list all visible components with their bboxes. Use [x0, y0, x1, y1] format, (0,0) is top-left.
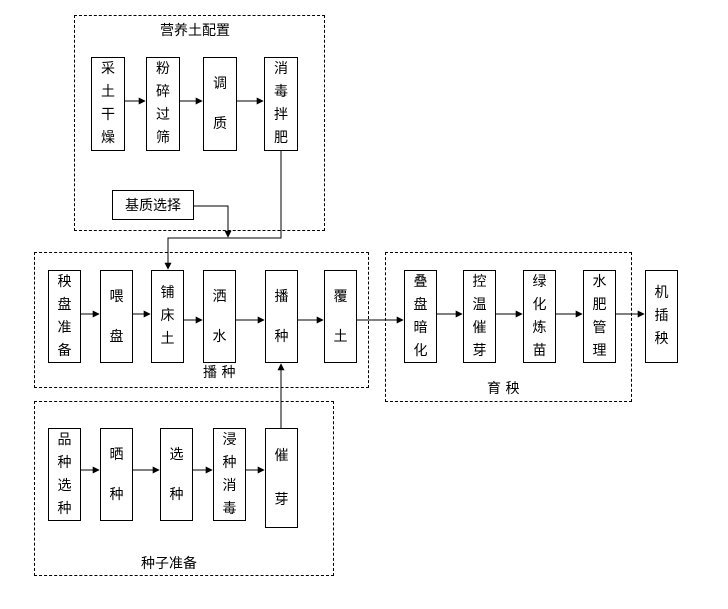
group-seed-prep: [34, 401, 334, 576]
box-tray-prep-label: 秧盘准备: [57, 273, 72, 359]
box-seed-select-label: 选种: [169, 446, 184, 503]
box-water-label: 洒水: [212, 288, 227, 345]
box-seeding-label: 播种: [274, 288, 289, 345]
box-green-harden-label: 绿化炼苗: [532, 273, 547, 359]
group-nursery: [385, 252, 632, 402]
box-soak-disinfect-label: 浸种消毒: [222, 431, 237, 517]
box-soak-disinfect: 浸种消毒: [213, 428, 246, 521]
box-seed-select: 选种: [160, 428, 193, 521]
box-cover-soil-label: 覆土: [333, 288, 348, 345]
group-soil-prep: [74, 15, 325, 231]
box-substrate-select-label: 基质选择: [125, 198, 181, 214]
box-water: 洒水: [203, 270, 236, 363]
box-spread-soil-label: 铺床土: [160, 285, 175, 347]
arrow-xiao-to-pu: [164, 151, 282, 270]
box-machine-transplant: 机插秧: [645, 270, 678, 363]
box-tray-prep: 秧盘准备: [48, 270, 81, 363]
group-soil-prep-label: 营养土配置: [160, 23, 230, 39]
box-substrate-select: 基质选择: [112, 190, 194, 220]
group-sowing-label: 播 种: [203, 365, 236, 381]
box-seeding: 播种: [265, 270, 298, 363]
box-stack-dark-label: 叠盘暗化: [413, 273, 428, 359]
box-crush-sieve-label: 粉碎过筛: [156, 61, 170, 146]
box-temp-germinate: 控温催芽: [463, 270, 496, 363]
group-seed-prep-label: 种子准备: [141, 556, 197, 572]
box-machine-transplant-label: 机插秧: [654, 285, 669, 347]
box-adjust-label: 调质: [213, 76, 227, 132]
box-sun-dry: 晒种: [100, 428, 133, 521]
box-water-fert-mgmt: 水肥管理: [583, 270, 616, 363]
box-sun-dry-label: 晒种: [109, 446, 124, 503]
group-nursery-label: 育 秧: [487, 381, 520, 397]
arrow-jizhi-merge: [194, 205, 232, 238]
box-temp-germinate-label: 控温催芽: [472, 273, 487, 359]
box-stack-dark: 叠盘暗化: [404, 270, 437, 363]
box-cover-soil: 覆土: [324, 270, 357, 363]
box-germinate: 催芽: [265, 428, 298, 528]
box-disinfect-fertilize-label: 消毒拌肥: [274, 61, 288, 146]
box-disinfect-fertilize: 消毒拌肥: [264, 57, 298, 151]
box-crush-sieve: 粉碎过筛: [146, 57, 180, 151]
box-soil-collect-dry-label: 采土干燥: [101, 61, 115, 146]
box-water-fert-mgmt-label: 水肥管理: [592, 273, 607, 359]
box-variety-select: 品种选种: [48, 428, 81, 521]
box-spread-soil: 铺床土: [151, 270, 184, 363]
box-soil-collect-dry: 采土干燥: [91, 57, 125, 151]
box-feed-tray-label: 喂盘: [109, 288, 124, 345]
box-variety-select-label: 品种选种: [57, 431, 72, 517]
box-adjust: 调质: [203, 57, 237, 151]
box-germinate-label: 催芽: [274, 448, 289, 508]
box-feed-tray: 喂盘: [100, 270, 133, 363]
box-green-harden: 绿化炼苗: [523, 270, 556, 363]
